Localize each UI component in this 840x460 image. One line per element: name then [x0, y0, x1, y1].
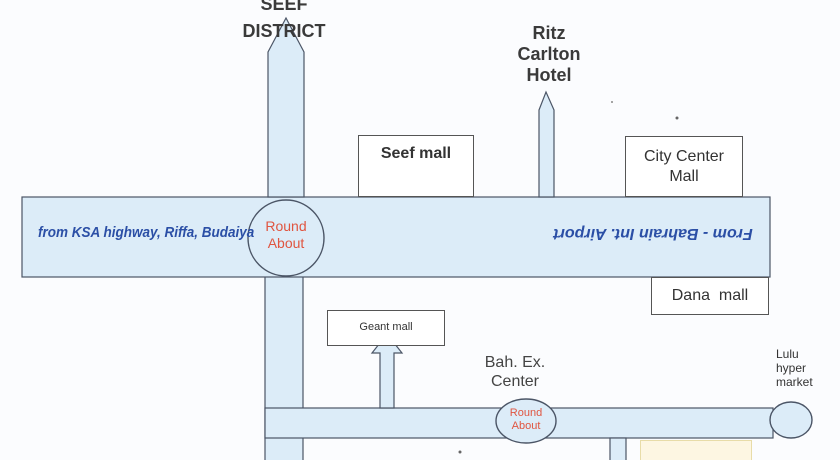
lower-roundabout-line2: About	[511, 420, 541, 433]
lulu-line1: Lulu	[776, 347, 799, 361]
lower-stub-road	[609, 437, 627, 460]
city-center-line2: Mall	[669, 167, 699, 185]
lulu-roundabout	[769, 401, 813, 439]
geant-mall-label: Geant mall	[359, 321, 413, 334]
bah-ex-line2: Center	[490, 372, 540, 390]
seef-district-line2: DISTRICT	[242, 21, 326, 42]
from-west-label: from KSA highway, Riffa, Budaiya	[38, 224, 254, 241]
ritz-carlton-label: Ritz Carlton Hotel	[505, 23, 593, 87]
city-center-mall-box: City Center Mall	[625, 136, 743, 197]
main-highway	[21, 196, 771, 278]
arrow-ritz-carlton	[538, 90, 555, 198]
lower-roundabout-line1: Round	[509, 407, 543, 419]
main-roundabout-line1: Round	[265, 218, 307, 234]
dana-mall-box: Dana mall	[651, 277, 769, 315]
partial-box	[640, 440, 752, 460]
main-roundabout	[247, 199, 325, 277]
seef-district-label: SEEF DISTRICT	[232, 0, 336, 42]
lulu-line2: hyper	[776, 361, 807, 376]
seef-district-line1: SEEF	[260, 0, 308, 14]
lower-roundabout-label: Round About	[496, 407, 556, 433]
ritz-line3: Hotel	[526, 65, 572, 86]
dana-mall-label: Dana mall	[671, 287, 749, 305]
arrow-seef-district	[267, 16, 305, 198]
from-east-label: From - Bahrain Int. Airport	[553, 224, 753, 242]
seef-mall-box: Seef mall	[358, 135, 474, 197]
from-west-text: from KSA highway, Riffa, Budaiya	[38, 224, 255, 241]
main-roundabout-line2: About	[267, 234, 305, 251]
lulu-line3: market	[776, 375, 813, 390]
from-east-text: From - Bahrain Int. Airport	[553, 225, 753, 242]
bah-ex-line1: Bah. Ex.	[484, 354, 546, 371]
speck	[675, 116, 679, 120]
seef-mall-label: Seef mall	[380, 145, 452, 162]
bah-ex-center-label: Bah. Ex. Center	[478, 354, 552, 392]
speck	[458, 450, 462, 454]
lower-roundabout	[495, 398, 557, 444]
city-center-line1: City Center	[643, 148, 725, 166]
speck	[611, 101, 613, 103]
main-roundabout-label: Round About	[250, 218, 322, 252]
ritz-line2: Carlton	[517, 44, 581, 65]
lulu-label: Lulu hyper market	[766, 347, 830, 389]
ritz-line1: Ritz	[532, 23, 566, 43]
geant-mall-box: Geant mall	[327, 310, 445, 346]
